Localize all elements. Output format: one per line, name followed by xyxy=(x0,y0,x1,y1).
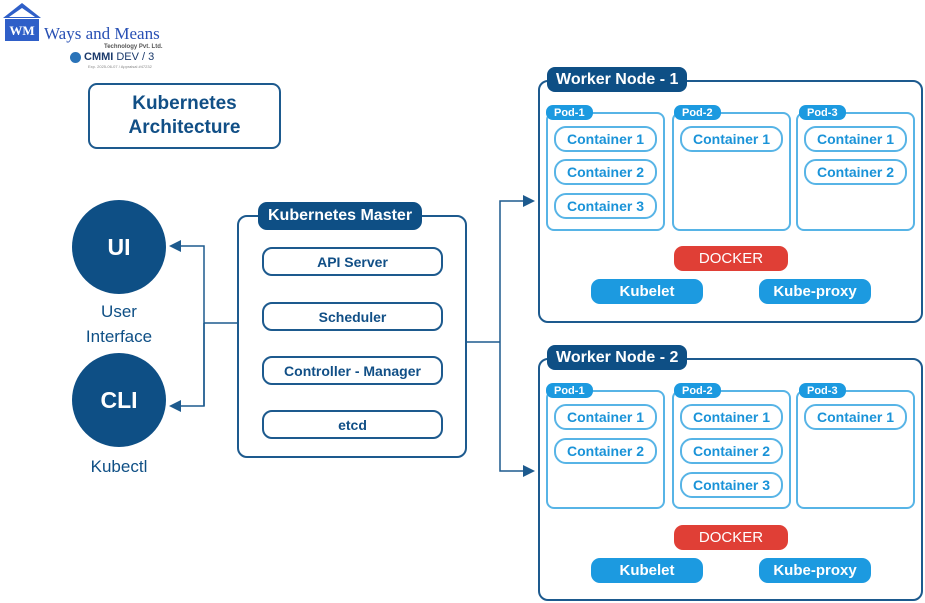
company-subtitle: Technology Pvt. Ltd. xyxy=(104,44,163,50)
worker-1-pod-2 xyxy=(672,112,791,231)
container: Container 3 xyxy=(680,472,783,498)
pod-label: Pod-2 xyxy=(674,383,721,398)
container: Container 2 xyxy=(804,159,907,185)
container: Container 1 xyxy=(554,404,657,430)
master-title: Kubernetes Master xyxy=(258,202,423,230)
pod-label: Pod-1 xyxy=(546,105,593,120)
cmmi-badge: CMMI DEV / 3 xyxy=(70,51,154,63)
appraisal-text: Exp. 2025-06-07 / Appraisal #47232 xyxy=(88,64,152,69)
container: Container 2 xyxy=(554,438,657,464)
worker-node-1-title: Worker Node - 1 xyxy=(547,67,688,92)
arrow-to-worker-2 xyxy=(499,342,535,477)
worker-node-2-title: Worker Node - 2 xyxy=(547,345,688,370)
scheduler: Scheduler xyxy=(262,302,443,331)
worker-1-pod-3 xyxy=(796,112,915,231)
cli-client-label: Kubectl xyxy=(90,457,148,476)
container: Container 1 xyxy=(554,126,657,152)
arrow-to-worker-1 xyxy=(499,195,535,342)
company-logo-icon: WM xyxy=(3,3,41,41)
worker-node-2-box xyxy=(538,358,923,601)
company-name: Ways and Means xyxy=(44,24,160,43)
container: Container 1 xyxy=(680,126,783,152)
container: Container 2 xyxy=(680,438,783,464)
cli-client-circle: CLI xyxy=(72,353,166,447)
cmmi-label: CMMI xyxy=(84,51,114,63)
worker-node-1-box xyxy=(538,80,923,323)
ui-client-circle: UI xyxy=(72,200,166,294)
pod-label: Pod-3 xyxy=(799,105,846,120)
controller-manager: Controller - Manager xyxy=(262,356,443,385)
container: Container 2 xyxy=(554,159,657,185)
docker-runtime: DOCKER xyxy=(674,246,788,271)
kubelet: Kubelet xyxy=(591,558,703,583)
container: Container 1 xyxy=(804,126,907,152)
etcd: etcd xyxy=(262,410,443,439)
worker-1-pod-1 xyxy=(546,112,665,231)
pod-label: Pod-3 xyxy=(799,383,846,398)
kube-proxy: Kube-proxy xyxy=(759,279,871,304)
worker-2-pod-2 xyxy=(672,390,791,509)
kubelet: Kubelet xyxy=(591,279,703,304)
container: Container 3 xyxy=(554,193,657,219)
svg-text:WM: WM xyxy=(9,23,34,38)
worker-2-pod-3 xyxy=(796,390,915,509)
cmmi-level: DEV / 3 xyxy=(116,51,155,63)
pod-label: Pod-1 xyxy=(546,383,593,398)
container: Container 1 xyxy=(804,404,907,430)
worker-2-pod-1 xyxy=(546,390,665,509)
api-server: API Server xyxy=(262,247,443,276)
kube-proxy: Kube-proxy xyxy=(759,558,871,583)
docker-runtime: DOCKER xyxy=(674,525,788,550)
container: Container 1 xyxy=(680,404,783,430)
pod-label: Pod-2 xyxy=(674,105,721,120)
globe-icon xyxy=(70,51,81,63)
